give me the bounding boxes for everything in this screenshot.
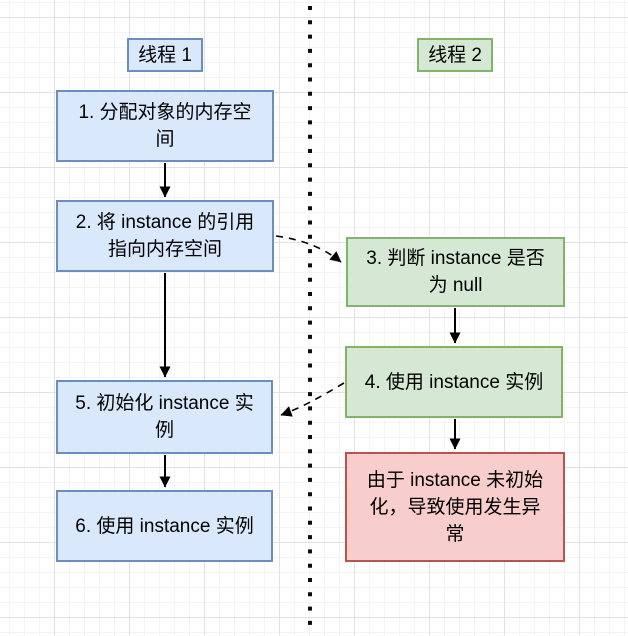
node-step5-text: 5. 初始化 instance 实例 <box>75 393 254 441</box>
node-step3-text: 3. 判断 instance 是否为 null <box>366 248 545 296</box>
edge-step2-step3-dashed <box>275 235 342 263</box>
node-step6-text: 6. 使用 instance 实例 <box>75 515 254 537</box>
node-error: 由于 instance 未初始化，导致使用发生异常 <box>345 452 565 562</box>
lane-label-thread2-text: 线程 2 <box>428 44 482 66</box>
node-step3: 3. 判断 instance 是否为 null <box>346 237 565 307</box>
edge-step4-step5-dashed <box>280 382 345 417</box>
lane-label-thread1-text: 线程 1 <box>138 44 192 66</box>
node-step6: 6. 使用 instance 实例 <box>56 490 273 562</box>
node-step1: 1. 分配对象的内存空间 <box>56 90 274 162</box>
lane-label-thread2: 线程 2 <box>417 38 493 72</box>
node-step4: 4. 使用 instance 实例 <box>345 346 563 418</box>
node-step2: 2. 将 instance 的引用指向内存空间 <box>56 200 274 272</box>
node-step5: 5. 初始化 instance 实例 <box>56 380 273 454</box>
node-error-text: 由于 instance 未初始化，导致使用发生异常 <box>366 469 544 545</box>
lane-label-thread1: 线程 1 <box>127 38 203 72</box>
node-step4-text: 4. 使用 instance 实例 <box>364 371 544 393</box>
node-step1-text: 1. 分配对象的内存空间 <box>78 102 252 150</box>
node-step2-text: 2. 将 instance 的引用指向内存空间 <box>75 212 255 260</box>
